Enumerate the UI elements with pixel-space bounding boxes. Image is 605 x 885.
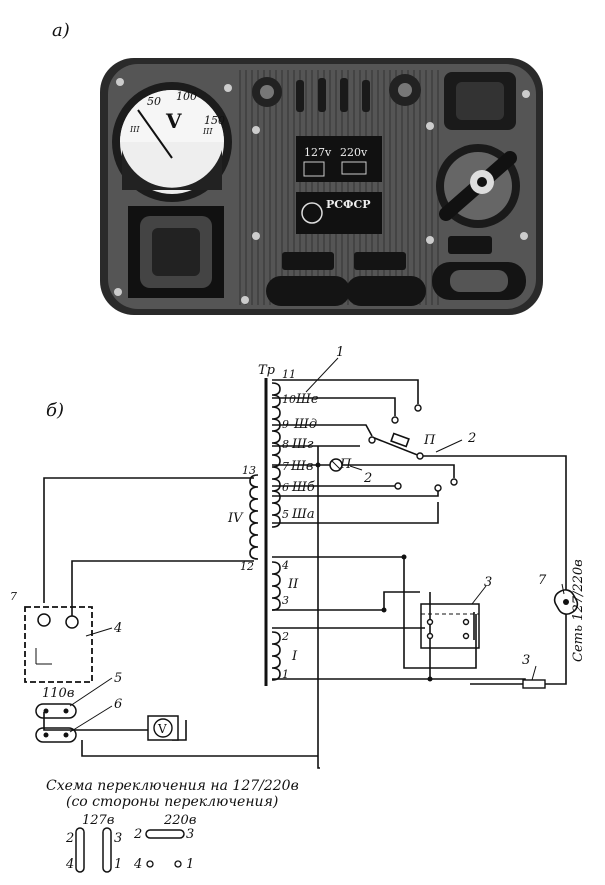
callout-3b: 3 (522, 653, 530, 668)
v220-pin-2: 2 (133, 827, 142, 842)
callout-3a: 3 (484, 575, 492, 590)
winding-taps-coil (271, 382, 281, 528)
v220-title: 220в (163, 813, 196, 828)
meter-mark-left: III (129, 125, 140, 134)
fuse-3 (522, 679, 546, 689)
schematic-wires (43, 378, 567, 769)
tap-12: 12 (240, 560, 254, 573)
switch-5 (35, 703, 77, 719)
tap-5: 5 (282, 508, 289, 521)
plate-logo-text: РСФСР (326, 198, 371, 211)
callout-7: 7 (538, 573, 547, 588)
plate-127: 127v (304, 146, 332, 159)
tap-terminals (368, 404, 470, 640)
tap-name-sha: Ша (291, 507, 315, 522)
switching-caption-2: (со стороны переключения) (66, 794, 278, 810)
panel-screws (114, 78, 530, 304)
small-mark: 7 (10, 590, 17, 603)
switch-label-p2: П (339, 457, 352, 472)
winding-iv-coil (249, 474, 259, 560)
v127-pin-3: 3 (114, 831, 122, 846)
panel-vents (296, 78, 370, 112)
part-a-label: а) (52, 20, 70, 41)
winding-ii-label: II (287, 577, 299, 592)
v220-pin-3: 3 (186, 827, 194, 842)
tap-8: 8 (282, 438, 289, 451)
callout-1: 1 (336, 345, 344, 360)
mains-label: Сеть 127/220в (571, 559, 586, 662)
meter-unit: V (165, 109, 182, 133)
panel-voltmeter: 50 100 150 V III III (112, 82, 232, 202)
winding-ii-coil (271, 561, 281, 611)
mains-plug-7 (553, 589, 579, 615)
tap-6: 6 (282, 481, 289, 494)
meter-scale-50: 50 (147, 95, 161, 108)
callout-leaders (69, 357, 565, 733)
tap-name-shg: Шг (291, 437, 314, 452)
v220-jumper (145, 829, 185, 868)
voltmeter-letter: V (157, 722, 167, 736)
tap-name-shd: Шд (293, 417, 317, 432)
socket-110v-label: 110в (42, 686, 74, 701)
relay-box (420, 603, 480, 649)
v127-jumpers (75, 827, 112, 873)
tap-11: 11 (282, 368, 296, 381)
tap-4: 4 (281, 559, 289, 572)
tap-3: 3 (282, 594, 289, 607)
junction-dots (315, 462, 433, 682)
transformer-label: Тр (258, 363, 276, 378)
callout-6: 6 (114, 697, 122, 712)
callout-2b: 2 (363, 471, 372, 486)
v127-pin-4: 4 (65, 857, 74, 872)
switch-6 (35, 727, 77, 743)
tap-name-shb: Шб (291, 480, 315, 495)
callout-2a: 2 (467, 431, 476, 446)
lamp-p-icon (329, 458, 343, 472)
callout-5: 5 (114, 671, 122, 686)
panel-bottom-sockets (266, 236, 526, 306)
tap-7: 7 (282, 460, 289, 473)
switching-caption-1: Схема переключения на 127/220в (46, 778, 299, 794)
winding-i-label: I (291, 649, 298, 664)
v220-pin-1: 1 (186, 857, 194, 872)
tap-name-shv: Шв (290, 459, 313, 474)
tap-10: 10 (282, 393, 296, 406)
tap-9: 9 (282, 418, 289, 431)
panel-rotary-switch (436, 144, 520, 228)
instrument-panel-photo: 50 100 150 V III III 127v 22 (100, 58, 543, 315)
winding-iv-label: IV (227, 511, 244, 526)
v127-pin-1: 1 (114, 857, 122, 872)
tap-name-she: Ше (295, 392, 319, 407)
meter-mark-right: III (202, 127, 213, 136)
panel-socket-block (128, 206, 224, 298)
switch-label-p1: П (423, 433, 436, 448)
meter-scale-150: 150 (204, 114, 225, 127)
meter-scale-100: 100 (176, 90, 197, 103)
v127-title: 127в (82, 813, 114, 828)
meter-needle (137, 109, 173, 159)
voltmeter-symbol: V (147, 715, 179, 741)
plate-220: 220v (340, 146, 368, 159)
panel-logo-plate: РСФСР (296, 192, 382, 234)
tap-1: 1 (282, 668, 289, 681)
part-b-label: б) (46, 400, 64, 421)
socket-110v (24, 606, 93, 683)
tap-2: 2 (281, 630, 289, 643)
callout-4: 4 (113, 621, 122, 636)
v127-pin-2: 2 (65, 831, 74, 846)
panel-voltage-plate: 127v 220v (296, 136, 382, 182)
tap-13: 13 (242, 464, 256, 477)
winding-i-coil (271, 631, 281, 681)
v220-pin-4: 4 (133, 857, 142, 872)
